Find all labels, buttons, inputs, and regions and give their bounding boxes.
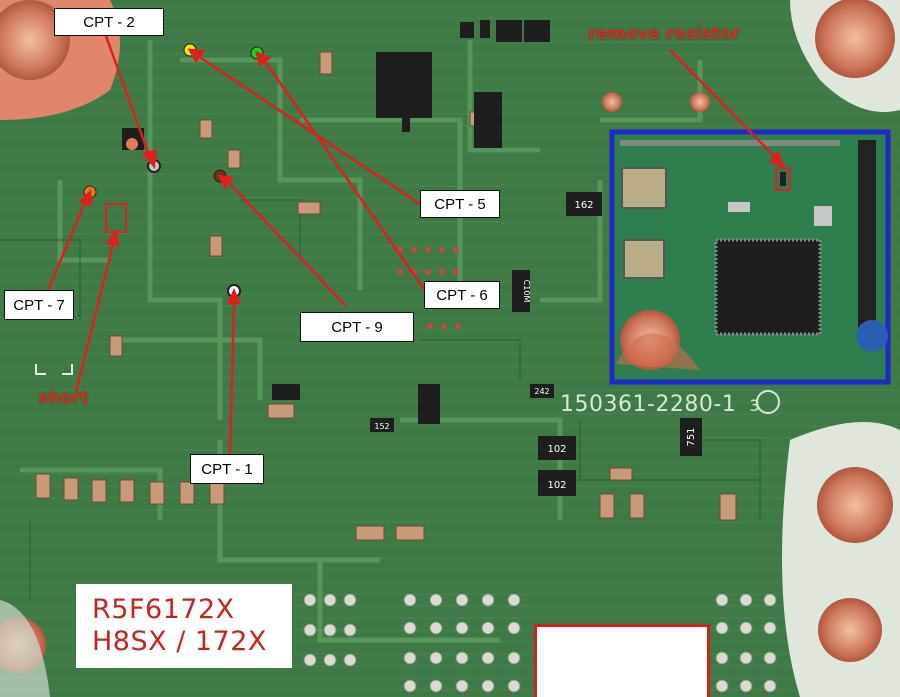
inset-closeup-photo	[609, 129, 891, 385]
part-number-circle-digit: 3	[749, 396, 761, 415]
callout-cpt9: CPT - 9	[300, 312, 414, 342]
short-label: short	[38, 388, 89, 408]
silk-r162: 162	[574, 200, 593, 211]
silk-r102b: 102	[547, 480, 566, 491]
arrow-cpt5	[197, 54, 421, 206]
silk-r242: 242	[534, 387, 549, 396]
part-number-silkscreen: 150361-2280-1 3	[560, 392, 766, 417]
silk-r102a: 102	[547, 444, 566, 455]
arrow-cpt9	[227, 181, 347, 307]
silk-r152: 152	[374, 422, 389, 431]
part-number-text: 150361-2280-1	[560, 392, 737, 417]
callout-cpt2: CPT - 2	[54, 8, 164, 36]
chip-line-1: R5F6172X	[92, 594, 235, 625]
redacted-box	[534, 624, 710, 697]
chip-line-2: H8SX / 172X	[92, 626, 267, 657]
silk-c10m: C10M	[522, 280, 531, 303]
chip-info-box: R5F6172X H8SX / 172X	[76, 584, 292, 668]
arrow-cpt7	[46, 199, 88, 291]
remove-resistor-label: remove resistor	[588, 24, 741, 44]
callout-cpt5: CPT - 5	[420, 190, 500, 218]
arrow-cpt1	[228, 299, 236, 455]
arrow-cpt6	[262, 59, 428, 293]
arrow-short	[74, 239, 116, 393]
callout-cpt7: CPT - 7	[4, 290, 74, 320]
callout-cpt1: CPT - 1	[190, 454, 264, 484]
arrow-cpt2	[104, 35, 152, 159]
arrow-remove-resistor	[669, 49, 779, 161]
pad-near-cpt2	[126, 138, 138, 150]
silk-r751: 751	[686, 427, 697, 446]
callout-cpt6: CPT - 6	[424, 281, 500, 309]
